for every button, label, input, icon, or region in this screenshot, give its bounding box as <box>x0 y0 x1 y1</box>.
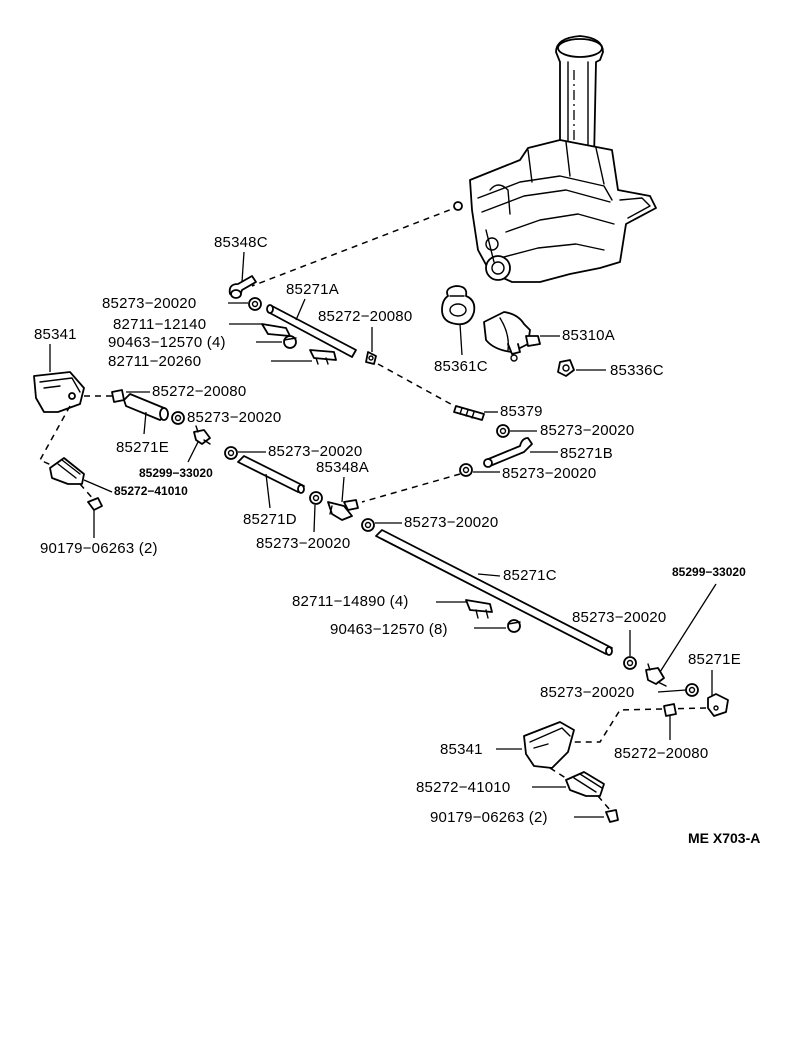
grommet-85273-i <box>685 683 699 697</box>
label-85271D: 85271D <box>243 511 297 528</box>
label-85348A: 85348A <box>316 459 369 476</box>
label-85271C: 85271C <box>503 567 557 584</box>
grommet-85273-e <box>224 446 238 460</box>
label-85361C: 85361C <box>434 358 488 375</box>
grommet-85273-d <box>459 463 473 477</box>
label-82711-12140: 82711−12140 <box>113 316 206 333</box>
label-90463-a: 90463−12570 (4) <box>108 334 226 351</box>
hose-route-line <box>251 205 461 287</box>
label-85272-a: 85272−20080 <box>318 308 412 325</box>
label-85271A: 85271A <box>286 281 339 298</box>
label-85271E-b: 85271E <box>688 651 741 668</box>
label-85272-c: 85272−20080 <box>614 745 708 762</box>
grommet-85336C <box>557 359 575 377</box>
tank-outlet-nipple <box>453 201 463 211</box>
clip-85272 <box>365 351 377 365</box>
label-85273-g: 85273−20020 <box>404 514 498 531</box>
label-85341-a: 85341 <box>34 326 77 343</box>
nozzle-85341-right <box>523 721 575 769</box>
label-85272-41010-a: 85272−41010 <box>114 484 188 498</box>
nozzle-85341-left <box>33 371 85 413</box>
label-85299-a: 85299−33020 <box>139 466 213 480</box>
clamp-82711-14890 <box>465 599 493 619</box>
label-85273-i: 85273−20020 <box>540 684 634 701</box>
label-85272-41010-b: 85272−41010 <box>416 779 510 796</box>
label-90179-b: 90179−06263 (2) <box>430 809 548 826</box>
diagram-code: ME X703-A <box>688 830 760 846</box>
clip-85272-right <box>663 703 677 717</box>
label-85273-c: 85273−20020 <box>540 422 634 439</box>
grommet-85273-f <box>309 491 323 505</box>
grommet-85273-h <box>623 656 637 670</box>
label-82711-14890: 82711−14890 (4) <box>292 593 409 610</box>
label-85379: 85379 <box>500 403 543 420</box>
clip-85272-left <box>111 389 125 403</box>
clip-90463-b <box>507 619 521 633</box>
hose-85271E-left <box>123 393 169 421</box>
label-85341-b: 85341 <box>440 741 483 758</box>
bracket-85272-41010-right <box>565 771 605 797</box>
washer-tank <box>469 35 657 283</box>
grommet-85273-b <box>171 411 185 425</box>
label-85336C: 85336C <box>610 362 664 379</box>
grommet-85273-c <box>496 424 510 438</box>
label-82711-20260: 82711−20260 <box>108 353 201 370</box>
label-85273-e: 85273−20020 <box>268 443 362 460</box>
label-85273-d: 85273−20020 <box>502 465 596 482</box>
hose-85271C <box>375 529 613 656</box>
connector-85379 <box>453 405 485 421</box>
label-85273-b: 85273−20020 <box>187 409 281 426</box>
hose-85271B <box>483 437 533 468</box>
label-90463-b: 90463−12570 (8) <box>330 621 448 638</box>
label-85271B: 85271B <box>560 445 613 462</box>
label-85273-h: 85273−20020 <box>572 609 666 626</box>
label-85272-b: 85272−20080 <box>152 383 246 400</box>
part-85348C <box>228 275 257 299</box>
check-valve-85299-right <box>645 663 667 687</box>
nut-90179-right <box>605 809 619 823</box>
label-85273-f: 85273−20020 <box>256 535 350 552</box>
clip-90463 <box>283 335 297 349</box>
clamp-85361C <box>441 285 476 326</box>
nut-90179-left <box>87 497 103 511</box>
label-85299-b: 85299−33020 <box>672 565 746 579</box>
label-85273-a: 85273−20020 <box>102 295 196 312</box>
clamp-82711-20260 <box>309 349 337 365</box>
hose-85271A <box>266 304 357 358</box>
hose-85271E-right <box>707 693 729 717</box>
label-85348C: 85348C <box>214 234 268 251</box>
clamp-82711-12140 <box>261 323 291 337</box>
tee-85348A <box>327 499 359 521</box>
hose-85271D <box>237 455 305 494</box>
check-valve-85299-left <box>193 425 211 445</box>
label-90179-a: 90179−06263 (2) <box>40 540 158 557</box>
label-85271E-a: 85271E <box>116 439 169 456</box>
bracket-85272-41010-left <box>49 457 85 485</box>
pump-85310A <box>483 311 541 362</box>
grommet-85273-g <box>361 518 375 532</box>
grommet-85273 <box>248 297 262 311</box>
label-85310A: 85310A <box>562 327 615 344</box>
